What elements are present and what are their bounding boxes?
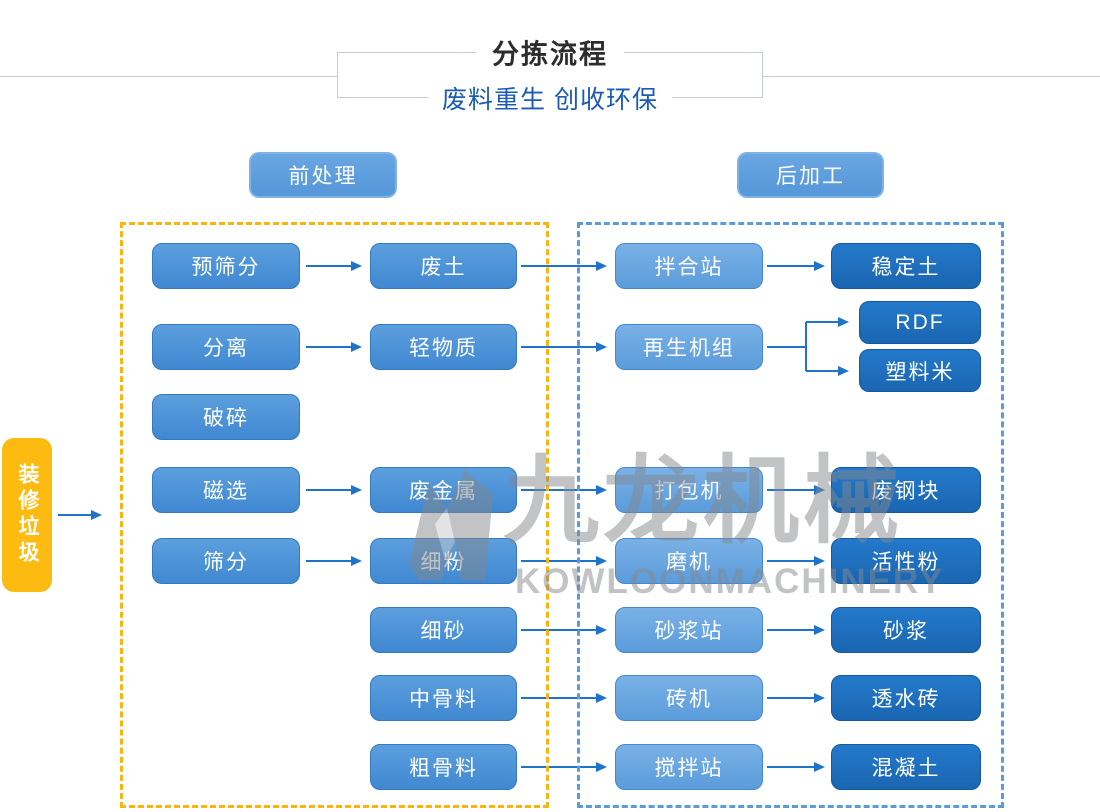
node-light-material: 轻物质	[370, 324, 517, 370]
node-stabilized-soil: 稳定土	[831, 243, 981, 289]
node-fine-powder: 细粉	[370, 538, 517, 584]
node-concrete: 混凝土	[831, 744, 981, 790]
node-magnetic-separation: 磁选	[152, 467, 300, 513]
node-plastic-pellets: 塑料米	[859, 349, 981, 392]
node-rdf: RDF	[859, 301, 981, 344]
section-post-processing: 后加工	[737, 152, 884, 198]
node-medium-aggregate: 中骨料	[370, 675, 517, 721]
pre-processing-zone	[120, 222, 549, 808]
node-permeable-brick: 透水砖	[831, 675, 981, 721]
node-regeneration-unit: 再生机组	[615, 324, 763, 370]
node-renovation-waste: 装修垃圾	[2, 438, 52, 592]
node-mortar: 砂浆	[831, 607, 981, 653]
node-active-powder: 活性粉	[831, 538, 981, 584]
node-pre-screening: 预筛分	[152, 243, 300, 289]
node-scrap-steel-block: 废钢块	[831, 467, 981, 513]
node-mill: 磨机	[615, 538, 763, 584]
section-pre-processing: 前处理	[249, 152, 397, 198]
node-mixing-station: 拌合站	[615, 243, 763, 289]
node-concrete-mixing-station: 搅拌站	[615, 744, 763, 790]
node-separation: 分离	[152, 324, 300, 370]
post-processing-zone	[577, 222, 1004, 808]
node-waste-soil: 废土	[370, 243, 517, 289]
node-baler: 打包机	[615, 467, 763, 513]
node-mortar-station: 砂浆站	[615, 607, 763, 653]
node-crushing: 破碎	[152, 394, 300, 440]
page-subtitle: 废料重生 创收环保	[428, 80, 672, 116]
page-title: 分拣流程	[476, 32, 624, 72]
node-fine-sand: 细砂	[370, 607, 517, 653]
node-coarse-aggregate: 粗骨料	[370, 744, 517, 790]
node-scrap-metal: 废金属	[370, 467, 517, 513]
node-screening: 筛分	[152, 538, 300, 584]
node-brick-machine: 砖机	[615, 675, 763, 721]
